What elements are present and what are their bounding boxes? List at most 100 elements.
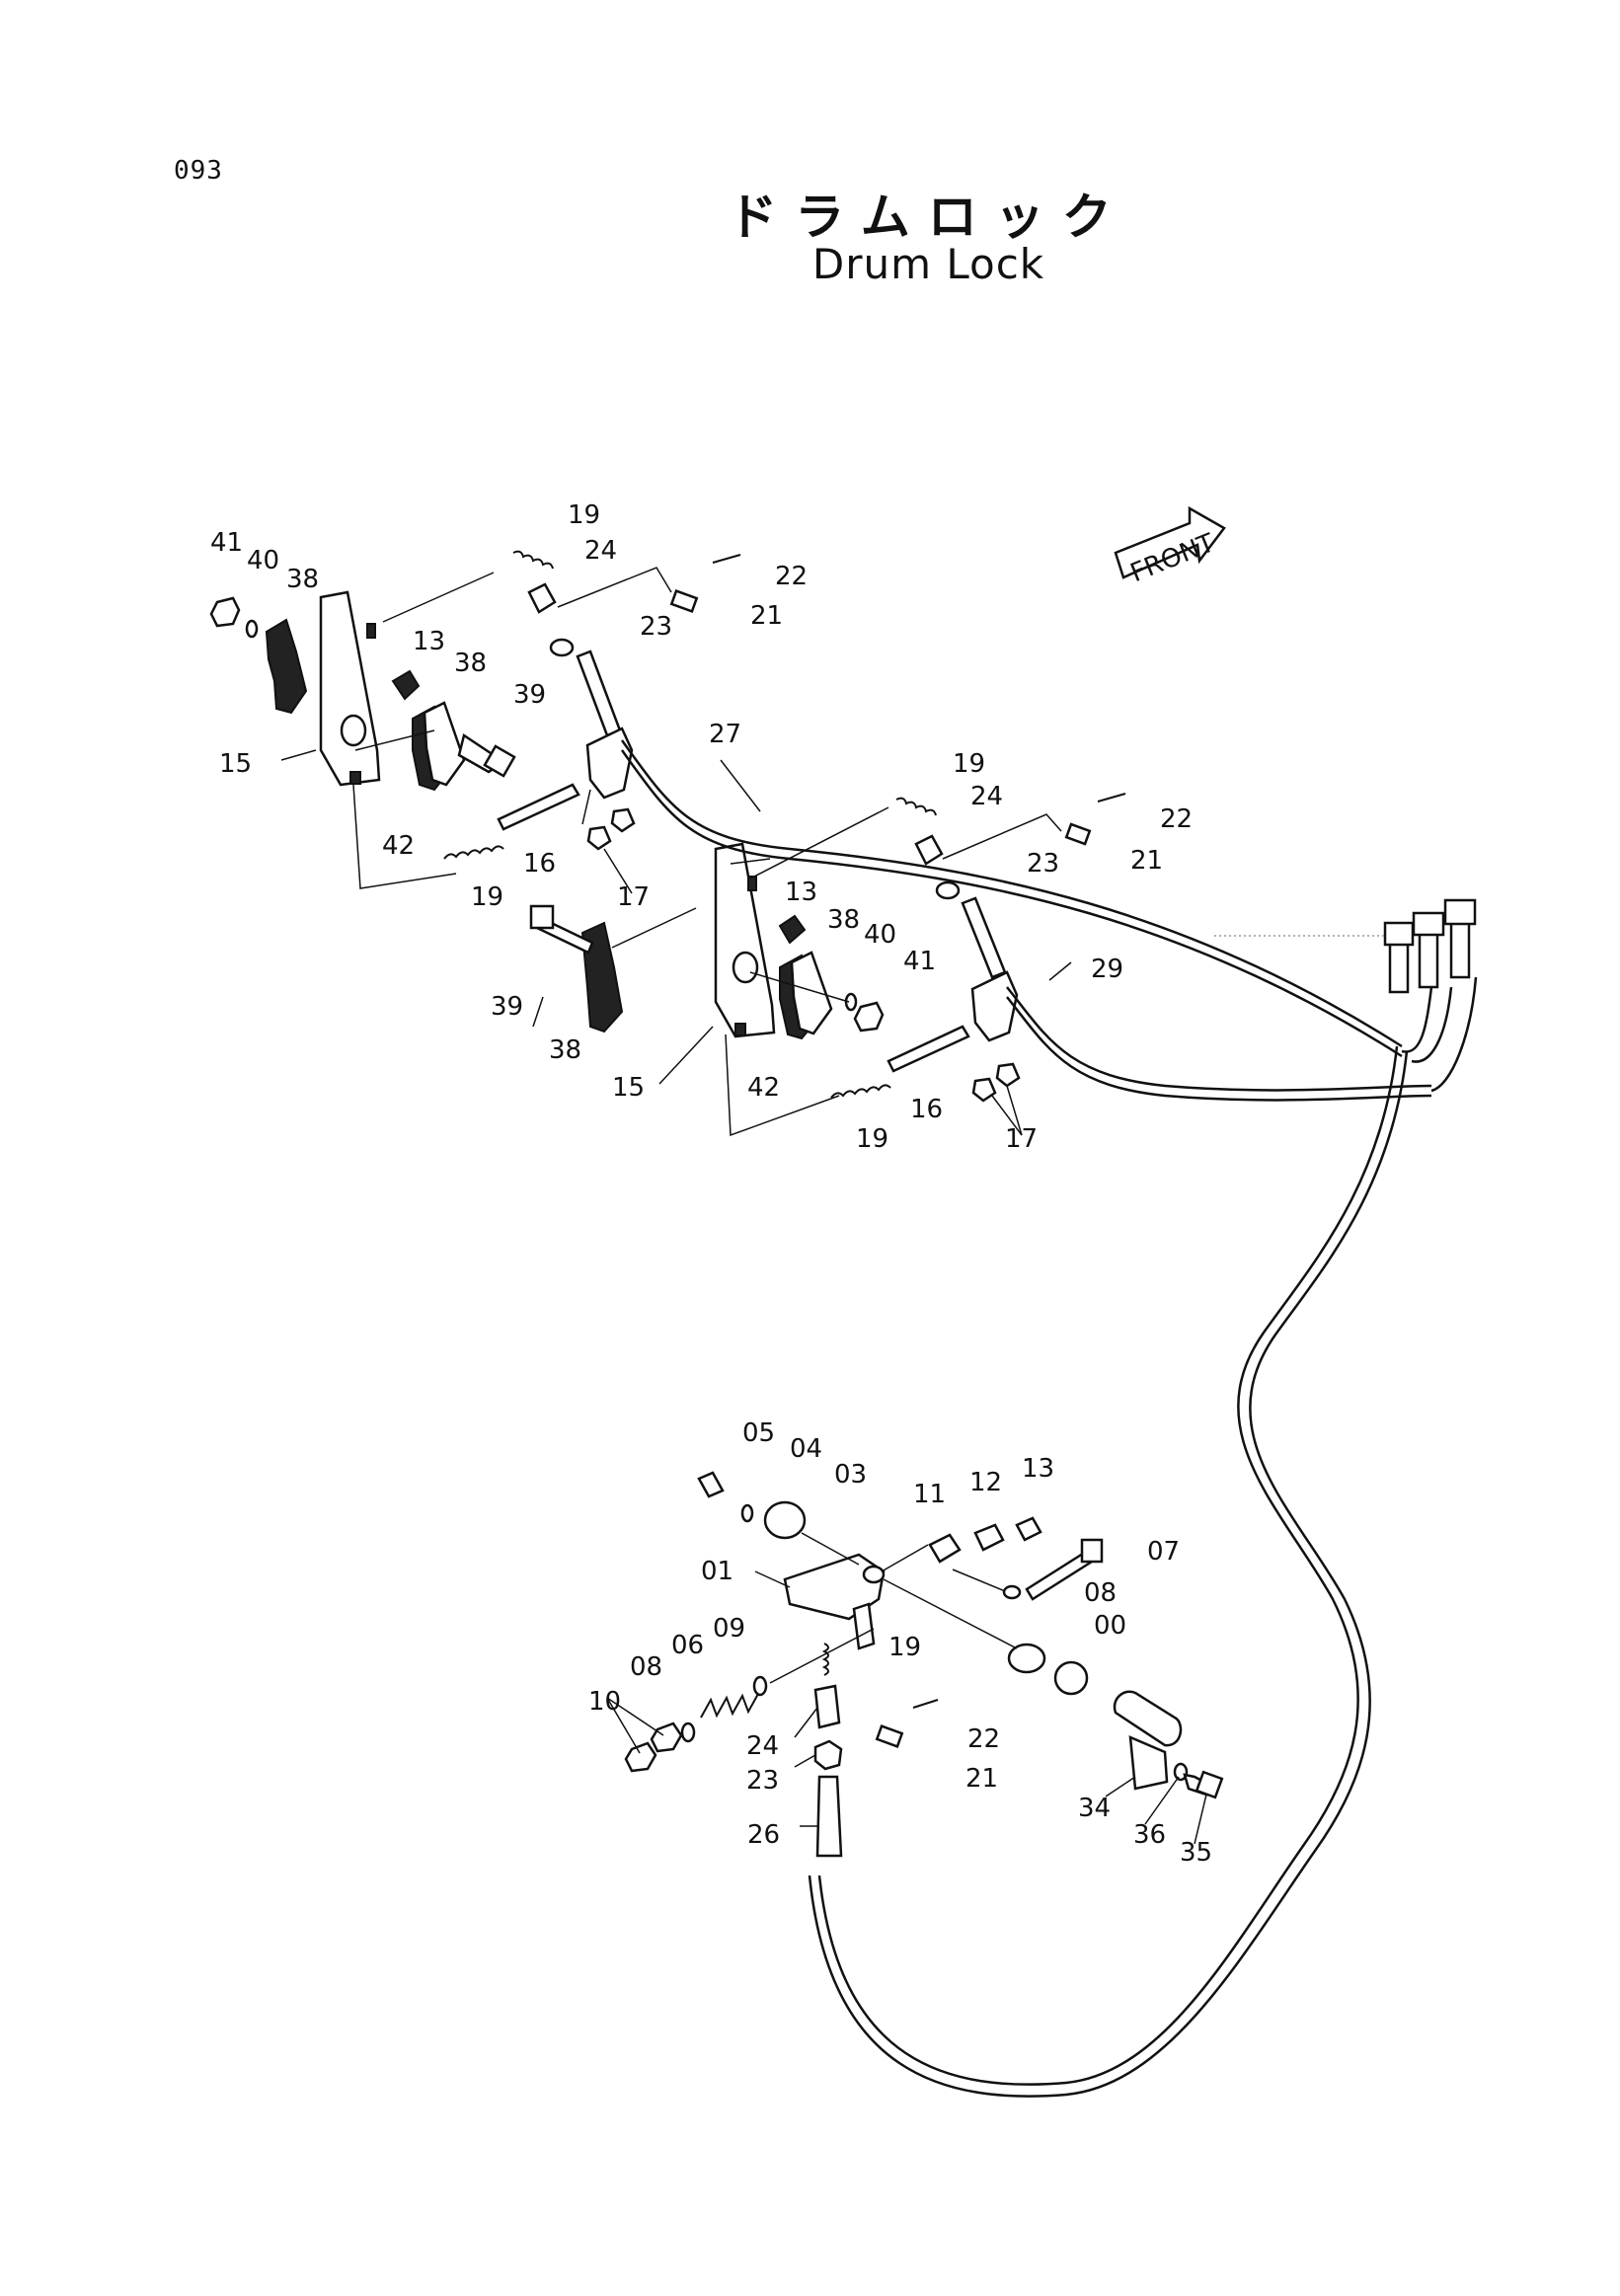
cotter-pin-22-icon [712,554,741,564]
callout-15: 15 [219,749,252,779]
bracket-hole-icon [862,1565,886,1584]
pawl-plate-left-icon [580,921,624,1033]
cable-bracket-icon [585,727,634,800]
cable-26 [808,1050,1409,2098]
bolt-39-head-icon [483,744,516,778]
callout-39: 39 [513,680,546,710]
callout-35: 35 [1180,1838,1212,1868]
washer-09-icon [752,1675,768,1697]
cable-29 [1006,986,1432,1092]
washer-08-icon [1002,1584,1022,1600]
lower-control-assembly [624,1471,1104,1858]
washer-04-icon [740,1503,754,1523]
washer-00-icon [1007,1643,1046,1674]
nut-23-icon [935,880,961,900]
upper-lock-assembly [209,550,741,889]
cotter-pin-22-icon [1097,793,1126,803]
callout-34: 34 [1078,1794,1111,1823]
label-leaders [280,749,1207,1845]
nut-10-icon [650,1722,683,1753]
clevis-24-icon [527,582,557,614]
callout-42: 42 [747,1073,780,1103]
lock-lever-15-icon [319,590,381,787]
title-english: Drum Lock [811,240,1045,288]
callout-12: 12 [969,1468,1002,1497]
middle-lock-assembly [529,793,1126,1137]
callout-36: 36 [1133,1820,1166,1850]
lever-pin-icon [366,623,376,639]
cotter-pin-22-icon [912,1699,939,1709]
plate-03-icon [763,1500,807,1540]
callout-19: 19 [856,1124,888,1154]
callout-15: 15 [612,1073,645,1103]
fitting-12-icon [973,1523,1005,1552]
pin-21-icon [875,1724,904,1748]
callout-11: 11 [913,1480,946,1509]
callout-21: 21 [965,1764,998,1794]
washer-40-icon [844,992,858,1012]
pawl-plate-right-icon [423,701,466,787]
threaded-rod-16-icon [887,1025,970,1073]
callout-38: 38 [549,1035,581,1065]
lever-hole-icon [732,951,759,984]
callout-09: 09 [713,1614,745,1644]
pin-21-icon [669,589,699,613]
roller-34-icon [1113,1690,1183,1747]
spring-19-icon [895,797,937,816]
nut-41-icon [853,1001,885,1033]
callout-19: 19 [568,500,600,530]
roller-assembly [1113,1690,1224,1799]
callout-40: 40 [864,920,896,950]
pawl-plate-right-icon [790,951,833,1035]
callout-39: 39 [491,992,523,1022]
callout-01: 01 [701,1557,733,1586]
callout-22: 22 [1160,804,1193,834]
bracket-01-icon [783,1553,886,1621]
spring-06-icon [700,1693,759,1719]
bolt-07-head-icon [1080,1538,1104,1564]
page-number: 093 [174,156,223,186]
callout-16: 16 [910,1095,943,1124]
callout-21: 21 [1130,846,1163,876]
callout-00: 00 [1094,1611,1126,1641]
callout-29: 29 [1091,955,1123,984]
nut-23-icon [813,1739,843,1771]
callout-05: 05 [742,1418,775,1448]
lever-pin-icon [747,876,757,891]
callout-13: 13 [413,627,445,656]
callout-06: 06 [671,1631,704,1660]
pin-21-icon [1064,822,1092,846]
title-japanese: ドラムロック [728,189,1129,246]
pawl-plate-left-icon [265,618,308,715]
callout-04: 04 [790,1434,822,1464]
lever-pin-icon [349,771,361,785]
callout-40: 40 [247,546,279,575]
bolt-39-head-icon [529,904,555,930]
callout-24: 24 [970,782,1003,811]
callout-38: 38 [454,649,487,678]
spring-19-icon [821,1643,829,1676]
callout-38: 38 [827,905,860,935]
callout-38: 38 [286,565,319,594]
callout-22: 22 [775,562,808,591]
callout-21: 21 [750,601,783,631]
callout-24: 24 [584,536,617,566]
fitting-11-icon [928,1533,962,1564]
front-arrow-icon: FRONT [1114,505,1226,588]
grease-fitting-13-icon [778,914,807,945]
cable-adjuster-icon [1383,898,1477,994]
callout-labels: 41 40 38 19 24 22 21 23 13 38 39 15 27 4… [210,500,1212,1868]
callout-17: 17 [617,882,650,912]
lock-lever-15-icon [714,842,776,1038]
bolt-35-head-icon [1195,1770,1224,1799]
nut-10-icon [624,1741,657,1773]
callout-19: 19 [888,1633,921,1662]
callout-03: 03 [834,1460,867,1490]
callout-08: 08 [630,1652,662,1682]
callout-13: 13 [785,878,817,907]
cable-bracket-icon [970,970,1019,1042]
cable-26 [817,1045,1399,2086]
fitting-13-icon [1015,1516,1042,1542]
callout-23: 23 [1027,849,1059,879]
clevis-24-icon [813,1684,841,1729]
